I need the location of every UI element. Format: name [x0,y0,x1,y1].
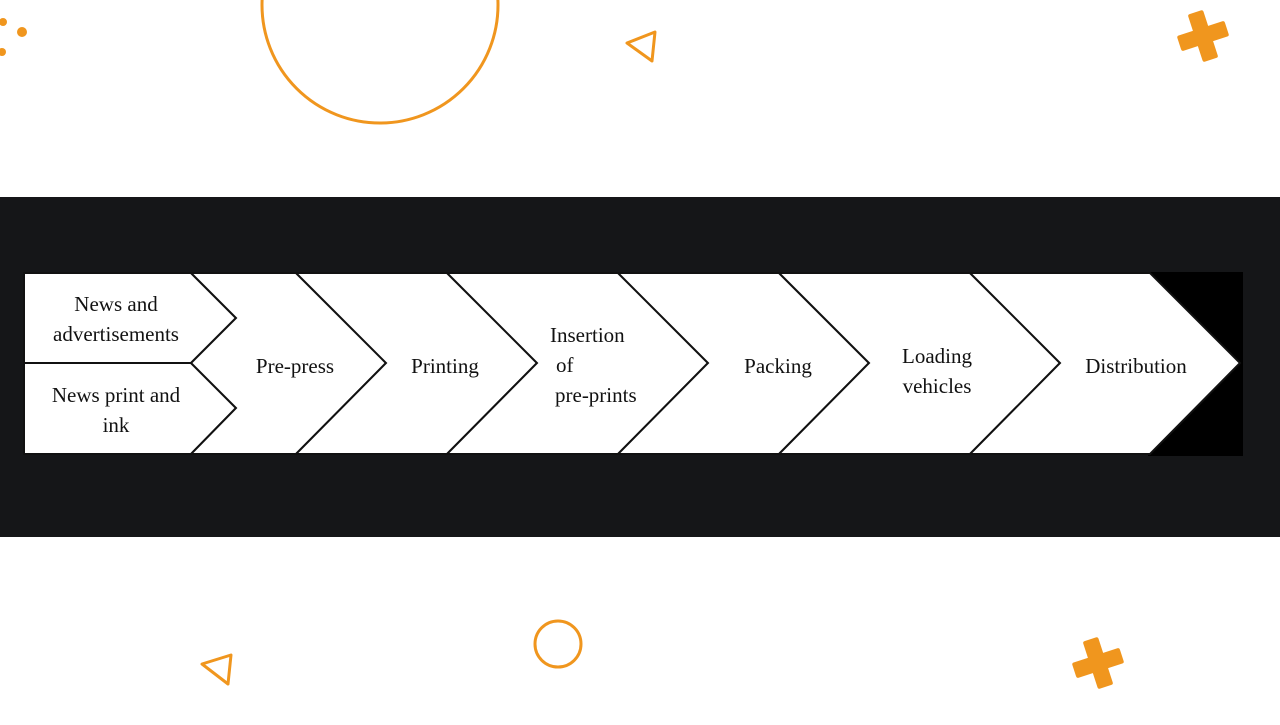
cross-bottom-right-icon [1072,637,1124,689]
step-label-packing: Packing [744,354,812,378]
step-label-printing: Printing [411,354,479,378]
input-label-news-ads: News and advertisements [34,289,198,349]
step-label-insertion: Insertion of pre-prints [549,320,669,410]
input-label-newsprint-line1: News print and [51,383,181,407]
input-label-newsprint-line2: ink [102,413,130,437]
chevron-distribution [967,272,1242,455]
input-label-news-ads-line2: advertisements [53,322,179,346]
step-label-insertion-line1: Insertion [550,323,625,347]
step-label-loading-line2: vehicles [902,374,972,398]
input-label-newsprint: News print and ink [34,380,198,440]
step-label-loading-line1: Loading [902,344,972,368]
step-label-insertion-line2: of [556,353,574,377]
step-label-prepress: Pre-press [255,354,335,378]
triangle-bottom-icon [200,653,233,686]
step-label-insertion-line3: pre-prints [555,383,637,407]
input-label-news-ads-line1: News and [74,292,158,316]
dots-icon [0,18,27,56]
cross-top-right-icon [1177,10,1229,62]
step-label-loading: Loading vehicles [877,341,997,401]
large-circle-icon [260,0,500,125]
step-label-distribution: Distribution [1085,354,1187,378]
small-circle-icon [533,619,583,669]
triangle-top-icon [625,30,657,63]
